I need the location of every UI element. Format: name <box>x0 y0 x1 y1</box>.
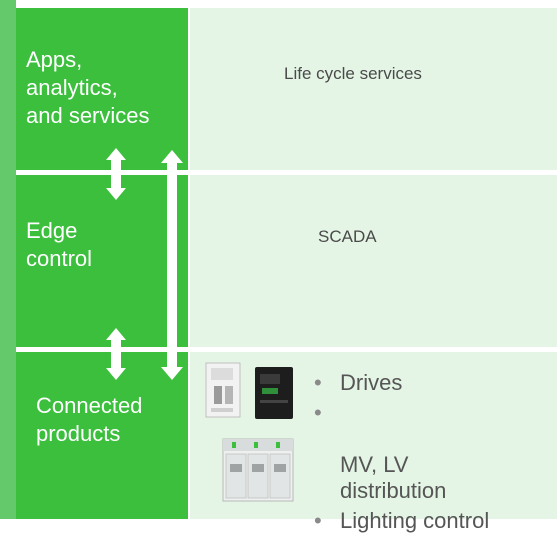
connector-arrows <box>0 0 557 519</box>
edge-control-label: Edge control <box>26 218 93 271</box>
mv-panel-image <box>222 438 294 502</box>
switchgear-image <box>205 362 241 418</box>
apps-analytics-label: Apps, analytics, and services <box>26 47 150 128</box>
apps-analytics-block: Apps, analytics, and services <box>16 8 188 170</box>
life-cycle-services-label: Life cycle services <box>284 64 422 83</box>
bullet-text: MV, LV distribution <box>340 452 447 503</box>
connected-products-label: Connected products <box>36 393 143 446</box>
edge-control-block: Edge control <box>16 175 188 347</box>
double-arrow-edge-products <box>106 328 126 380</box>
scada-label: SCADA <box>318 227 377 246</box>
accent-bar <box>0 0 16 519</box>
drive-image <box>255 367 293 419</box>
long-double-arrow-apps-products <box>161 150 183 380</box>
double-arrow-apps-edge <box>106 148 126 200</box>
bullet-drives: • Drives <box>314 370 489 396</box>
scada-block: SCADA <box>190 175 557 347</box>
life-cycle-services-block: Life cycle services <box>190 8 557 170</box>
bullet-distribution: • MV, LV distribution <box>314 400 489 504</box>
bullet-dot: • <box>314 370 322 395</box>
bullet-dot: • <box>314 400 322 425</box>
bullet-text: Drives <box>340 370 403 395</box>
connected-products-block: Connected products <box>16 352 188 519</box>
